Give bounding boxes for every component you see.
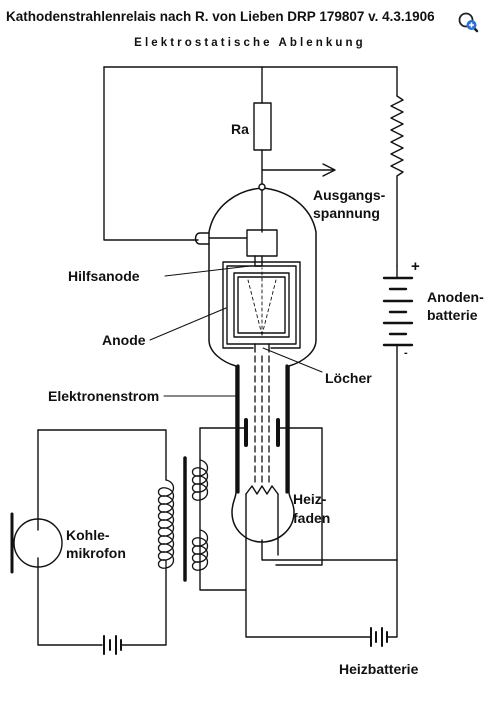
zoom-in-icon[interactable] <box>457 11 479 33</box>
microphone-battery <box>103 635 122 655</box>
microphone-circuit-wires <box>37 429 167 646</box>
label-battery-plus: + <box>411 258 420 275</box>
label-kohlemikrofon-1: Kohle- <box>66 527 110 543</box>
heater-battery <box>370 627 388 647</box>
auxiliary-anode <box>208 229 278 267</box>
carbon-microphone <box>10 512 63 574</box>
heater-circuit-wires <box>245 559 398 638</box>
label-pointer-lines <box>149 265 323 397</box>
anode-battery <box>382 276 414 347</box>
diagram-subtitle: Elektrostatische Ablenkung <box>134 37 366 49</box>
label-ausgangsspannung-1: Ausgangs- <box>313 187 386 203</box>
label-kohlemikrofon-2: mikrofon <box>66 545 126 561</box>
label-anodenbatterie-1: Anoden- <box>427 289 484 305</box>
label-heizbatterie: Heizbatterie <box>339 661 419 677</box>
label-elektronenstrom: Elektronenstrom <box>48 388 160 404</box>
anode-electrode <box>222 261 301 353</box>
tube-top-seal <box>258 183 266 191</box>
deflection-plates <box>244 418 280 447</box>
label-ausgangsspannung-2: spannung <box>313 205 380 221</box>
vacuum-tube-envelope <box>194 187 317 543</box>
label-heizfaden-2: faden <box>293 510 331 526</box>
label-battery-minus: - <box>404 347 408 359</box>
output-circuit-wires <box>103 66 398 241</box>
label-loecher: Löcher <box>325 370 372 386</box>
electron-stream <box>254 355 270 487</box>
diagram-title: Kathodenstrahlenrelais nach R. von Liebe… <box>6 9 435 24</box>
label-hilfsanode: Hilfsanode <box>68 268 140 284</box>
output-voltage-arrow <box>261 163 336 177</box>
label-anode: Anode <box>102 332 146 348</box>
label-ra: Ra <box>231 121 249 137</box>
filament <box>245 485 279 541</box>
label-anodenbatterie-2: batterie <box>427 307 478 323</box>
transformer <box>157 456 209 582</box>
resistor-ra <box>253 102 272 151</box>
electron-beam-cone <box>247 267 277 336</box>
label-heizfaden-1: Heiz- <box>293 491 327 507</box>
resistor-zigzag <box>390 95 404 267</box>
